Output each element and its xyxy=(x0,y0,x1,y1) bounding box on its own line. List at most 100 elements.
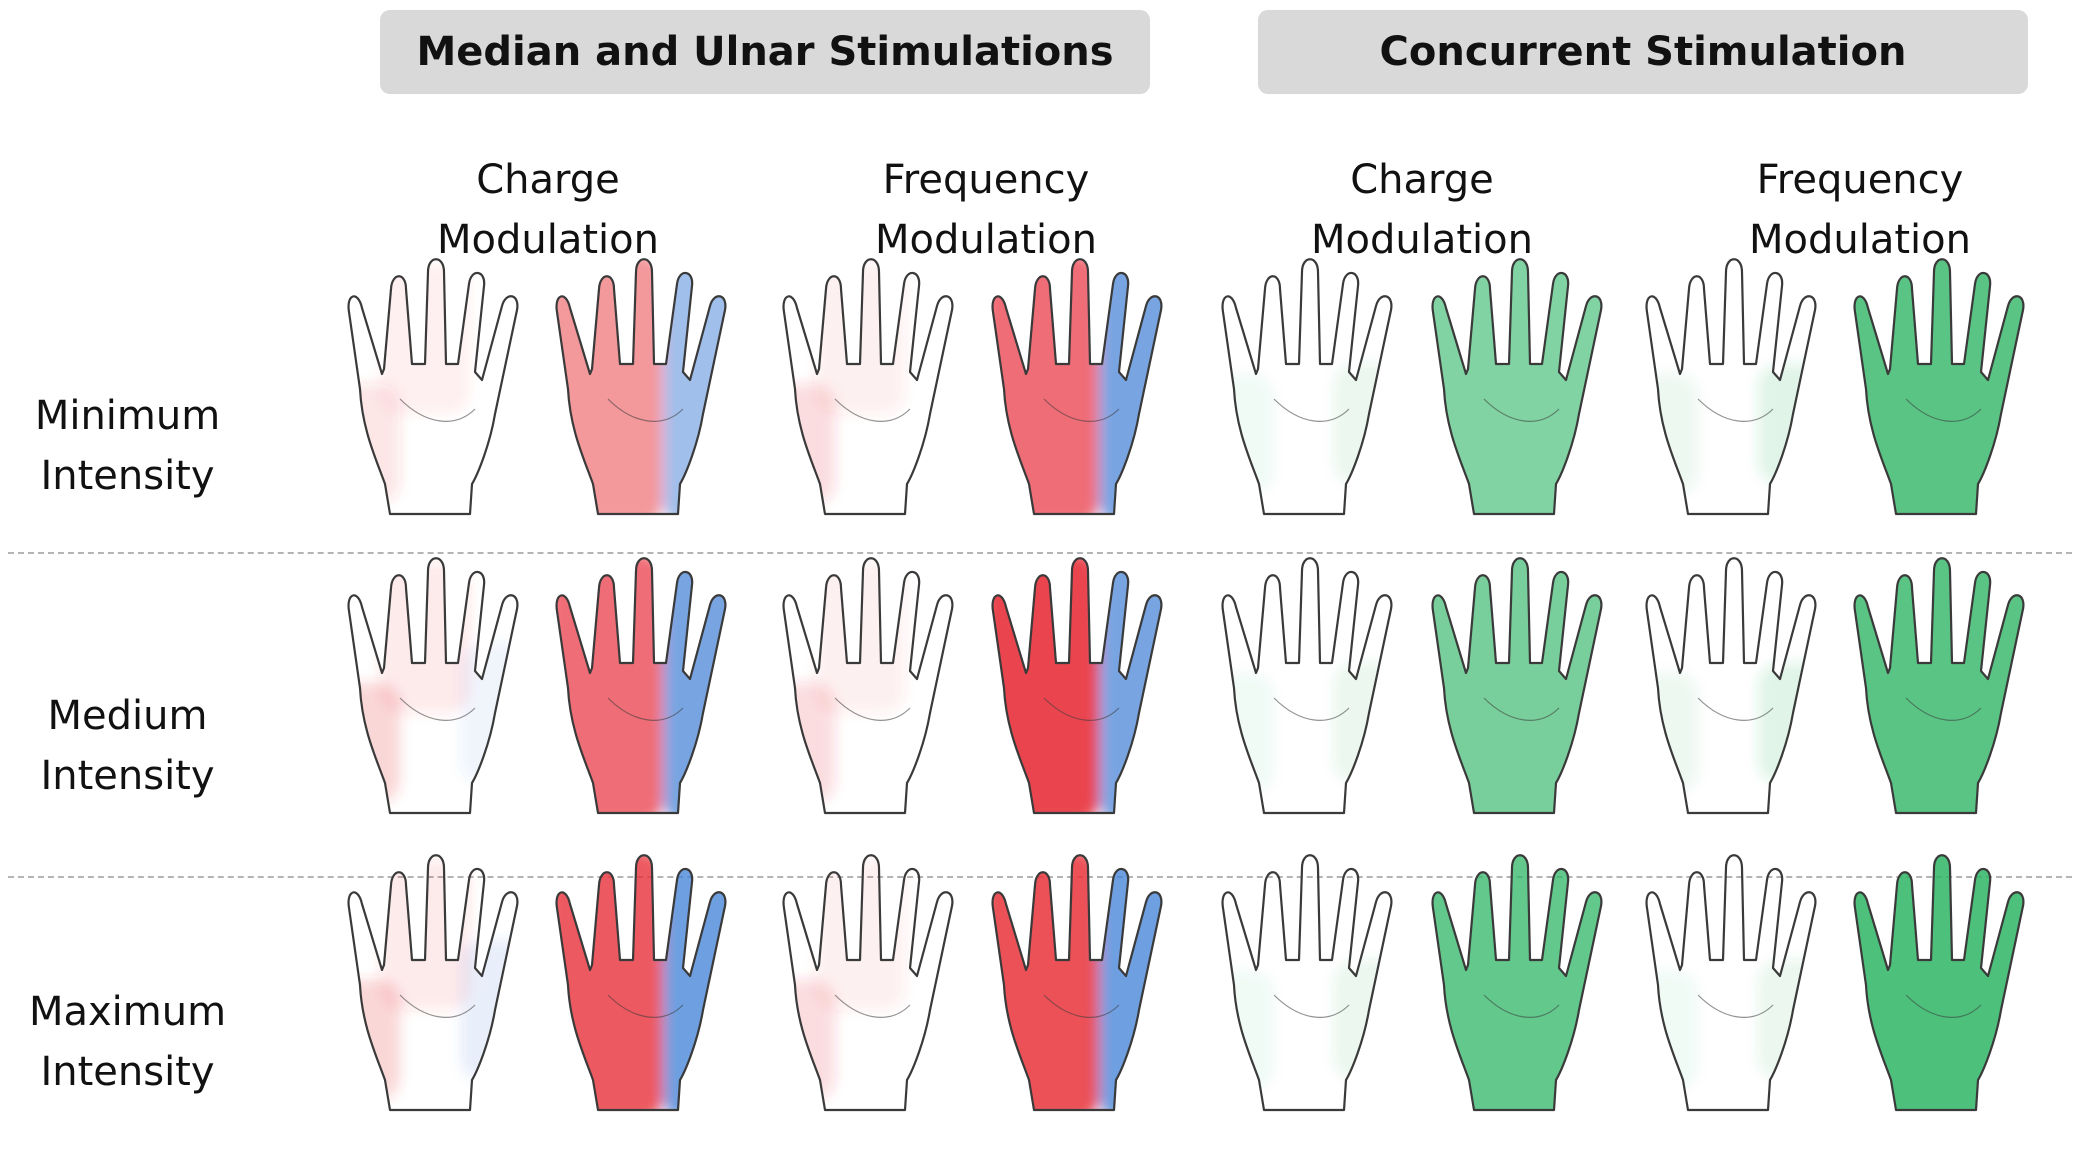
hand-sensation-fill xyxy=(1854,259,2024,514)
hand-sensation-fill xyxy=(992,855,1162,1110)
palm-frequency xyxy=(991,557,1163,815)
row-label-line2: Intensity xyxy=(40,1049,215,1095)
back-of-hand-frequency xyxy=(782,557,954,815)
palm-crease xyxy=(1043,398,1120,422)
palm-crease xyxy=(1905,994,1982,1018)
palm-frequency xyxy=(991,258,1163,516)
concurrent-area xyxy=(1758,364,1816,484)
hand-sensation-fill xyxy=(556,259,726,514)
back-of-hand-frequency xyxy=(782,854,954,1112)
hand-sensation-fill xyxy=(1432,259,1602,514)
column-header-line2: Modulation xyxy=(437,217,659,263)
concurrent-area xyxy=(1432,558,1602,813)
palm-charge xyxy=(555,557,727,815)
palm-crease xyxy=(1483,994,1560,1018)
palm-crease xyxy=(834,697,911,721)
back-of-hand-concurrent-charge xyxy=(1221,854,1393,1112)
row-label-line1: Minimum xyxy=(34,393,221,439)
column-header-line1: Frequency xyxy=(882,157,1090,203)
group-header-label: Concurrent Stimulation xyxy=(1379,29,1907,75)
palm-crease xyxy=(1905,398,1982,422)
palm-crease xyxy=(1483,398,1560,422)
palm-crease xyxy=(834,398,911,422)
palm-concurrent-charge xyxy=(1431,557,1603,815)
concurrent-area xyxy=(1646,673,1698,793)
palm-crease xyxy=(1273,994,1350,1018)
back-of-hand-concurrent-frequency xyxy=(1645,258,1817,516)
palm-crease xyxy=(1697,994,1774,1018)
median-area xyxy=(992,855,1099,1110)
palm-crease xyxy=(1043,994,1120,1018)
palm-concurrent-charge xyxy=(1431,854,1603,1112)
palm-crease xyxy=(1273,697,1350,721)
median-area xyxy=(556,259,663,514)
median-area xyxy=(992,558,1099,813)
palm-crease xyxy=(834,994,911,1018)
hand-sensation-fill xyxy=(1854,558,2024,813)
concurrent-area xyxy=(1432,259,1602,514)
row-label-line2: Intensity xyxy=(40,753,215,799)
palm-crease xyxy=(607,398,684,422)
median-area xyxy=(556,558,663,813)
median-area xyxy=(556,855,663,1110)
concurrent-area xyxy=(1854,855,2024,1110)
concurrent-area xyxy=(1334,663,1392,783)
column-header-line2: Modulation xyxy=(1749,217,1971,263)
row-label-line1: Medium xyxy=(47,693,208,739)
back-of-hand-charge xyxy=(347,557,519,815)
column-header-line1: Charge xyxy=(1350,157,1494,203)
palm-frequency xyxy=(991,854,1163,1112)
palm-crease xyxy=(1905,697,1982,721)
concurrent-area xyxy=(1334,364,1392,484)
palm-concurrent-frequency xyxy=(1853,557,2025,815)
back-of-hand-charge xyxy=(347,854,519,1112)
concurrent-area xyxy=(1432,855,1602,1110)
concurrent-area xyxy=(1758,663,1816,783)
hand-sensation-fill xyxy=(992,259,1162,514)
median-area xyxy=(992,259,1099,514)
palm-concurrent-frequency xyxy=(1853,854,2025,1112)
concurrent-area xyxy=(1646,374,1698,494)
palm-crease xyxy=(1273,398,1350,422)
palm-crease xyxy=(399,398,476,422)
concurrent-area xyxy=(1222,374,1274,494)
hand-sensation-fill xyxy=(992,558,1162,813)
hand-sensation-fill xyxy=(1854,855,2024,1110)
concurrent-area xyxy=(1854,259,2024,514)
group-header-median-ulnar: Median and Ulnar Stimulations xyxy=(380,10,1150,94)
column-header-line2: Modulation xyxy=(875,217,1097,263)
concurrent-area xyxy=(1646,970,1698,1090)
concurrent-area xyxy=(1222,673,1274,793)
palm-charge xyxy=(555,258,727,516)
back-of-hand-concurrent-frequency xyxy=(1645,854,1817,1112)
hand-sensation-fill xyxy=(1432,855,1602,1110)
back-of-hand-concurrent-frequency xyxy=(1645,557,1817,815)
palm-crease xyxy=(1697,398,1774,422)
hand-sensation-fill xyxy=(556,558,726,813)
row-divider xyxy=(8,552,2072,554)
group-header-label: Median and Ulnar Stimulations xyxy=(416,29,1114,75)
palm-crease xyxy=(607,697,684,721)
palm-concurrent-charge xyxy=(1431,258,1603,516)
row-label-line1: Maximum xyxy=(28,989,227,1035)
column-header-line2: Modulation xyxy=(1311,217,1533,263)
row-label-line2: Intensity xyxy=(40,453,215,499)
column-header-line1: Charge xyxy=(476,157,620,203)
back-of-hand-frequency xyxy=(782,258,954,516)
hand-sensation-fill xyxy=(1432,558,1602,813)
palm-concurrent-frequency xyxy=(1853,258,2025,516)
palm-crease xyxy=(607,994,684,1018)
concurrent-area xyxy=(1334,960,1392,1080)
column-header-line1: Frequency xyxy=(1756,157,1964,203)
palm-charge xyxy=(555,854,727,1112)
palm-crease xyxy=(1043,697,1120,721)
palm-crease xyxy=(1483,697,1560,721)
